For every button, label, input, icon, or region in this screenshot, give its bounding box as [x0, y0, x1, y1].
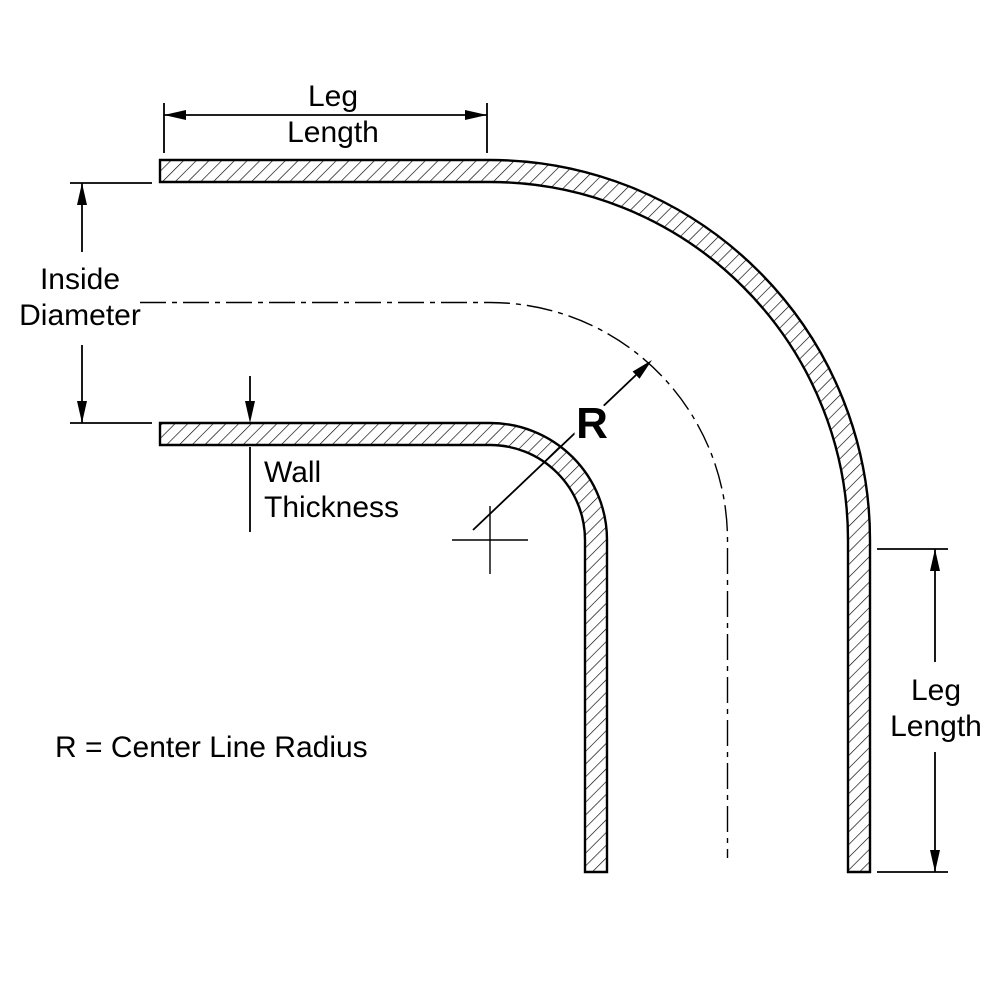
- inside-diameter-dimension-lines: [70, 182, 152, 424]
- wall-thickness-label-line2: Thickness: [264, 491, 399, 524]
- radius-arrowhead: [632, 360, 652, 379]
- radius-callout: R: [472, 360, 652, 531]
- bend-center-mark: [452, 506, 528, 574]
- inside-diameter-label-line2: Diameter: [19, 299, 141, 332]
- inside-diameter-label-line1: Inside: [40, 263, 120, 296]
- tube-centerline: [140, 301, 729, 858]
- inside-diameter-dimension: Inside Diameter: [19, 182, 152, 424]
- leg-length-top-label-line1: Leg: [308, 80, 358, 113]
- wall-thickness-dimension: Wall Thickness: [245, 376, 399, 532]
- leg-length-top-arrowhead-left: [164, 110, 186, 120]
- leg-length-right-label-line1: Leg: [911, 674, 961, 707]
- radius-arrow-line: [472, 374, 637, 531]
- tube-outer-wall: [158, 158, 872, 874]
- inside-diameter-arrowhead-top: [77, 183, 87, 205]
- leg-length-top-arrowhead-right: [465, 110, 487, 120]
- leg-length-right-arrowhead-bottom: [930, 850, 940, 872]
- radius-legend: R = Center Line Radius: [55, 731, 368, 764]
- leg-length-top-dimension: Leg Length: [163, 80, 488, 153]
- radius-symbol-label: R: [576, 399, 608, 448]
- tube-inner-wall: [158, 421, 609, 874]
- wall-thickness-arrowhead: [245, 401, 255, 423]
- inside-diameter-arrowhead-bottom: [77, 401, 87, 423]
- leg-length-top-dimension-lines: [163, 103, 488, 153]
- leg-length-top-label-line2: Length: [287, 116, 379, 149]
- leg-length-right-dimension-lines: [877, 548, 948, 873]
- leg-length-right-dimension: Leg Length: [877, 548, 982, 873]
- wall-thickness-label-line1: Wall: [264, 456, 321, 489]
- leg-length-right-label-line2: Length: [890, 710, 982, 743]
- leg-length-right-arrowhead-top: [930, 549, 940, 571]
